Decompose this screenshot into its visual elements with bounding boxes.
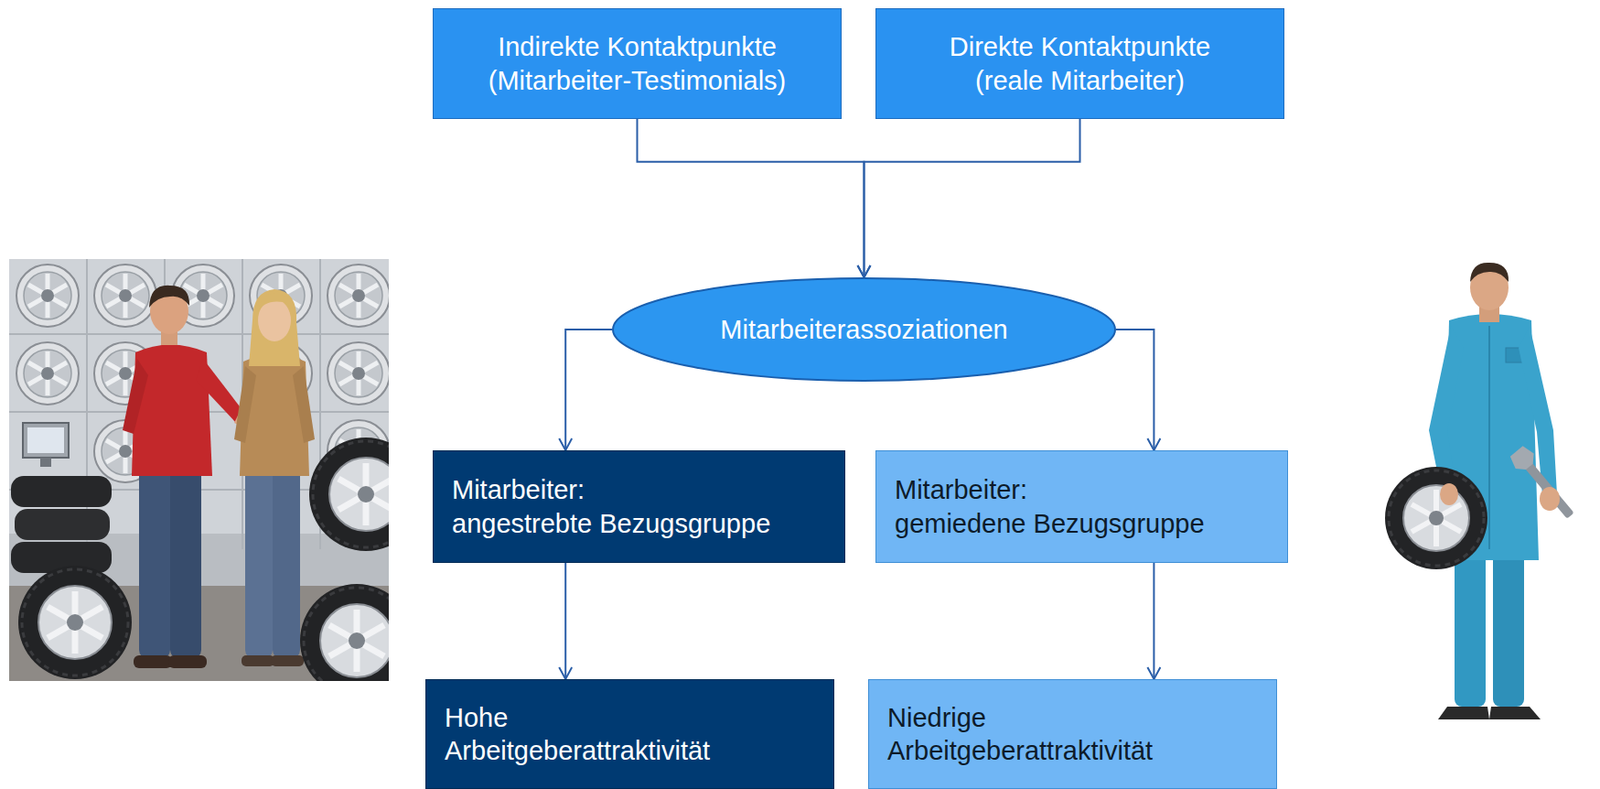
box-text: Hohe Arbeitgeberattraktivität [444,700,747,768]
box-text: Niedrige Arbeitgeberattraktivität [887,700,1190,768]
outcome-box: Niedrige Arbeitgeberattraktivität [868,678,1278,789]
box-text: Indirekte Kontaktpunkte (Mitarbeiter-Tes… [479,30,795,97]
mechanic-figure [1385,262,1580,720]
salesman-figure [122,285,258,668]
ellipse-shape [612,278,1116,381]
customer-figure [234,289,315,666]
showroom-photo [9,258,423,698]
box-text: Mitarbeiterassoziationen [648,312,1080,346]
group-box: Mitarbeiter:gemiedene Bezugsgruppe [875,450,1289,563]
source-box: Direkte Kontaktpunkte (reale Mitarbeiter… [875,8,1285,119]
box-text: gemiedene Bezugsgruppe [894,506,1269,540]
box-heading: Mitarbeiter: [451,472,827,506]
flow-arrow [637,118,865,278]
group-box: Mitarbeiter:angestrebte Bezugsgruppe [432,450,846,563]
flow-arrow [864,118,1081,278]
flow-arrow [1116,329,1154,451]
box-text: Direkte Kontaktpunkte (reale Mitarbeiter… [922,30,1238,97]
outcome-box: Hohe Arbeitgeberattraktivität [425,678,835,789]
box-text: angestrebte Bezugsgruppe [451,506,827,540]
flow-arrow [564,562,567,679]
box-heading: Mitarbeiter: [894,472,1269,506]
flow-arrow [565,329,613,451]
central-ellipse: Mitarbeiterassoziationen [612,277,1117,382]
flow-arrow [1152,562,1155,679]
source-box: Indirekte Kontaktpunkte (Mitarbeiter-Tes… [432,8,842,119]
